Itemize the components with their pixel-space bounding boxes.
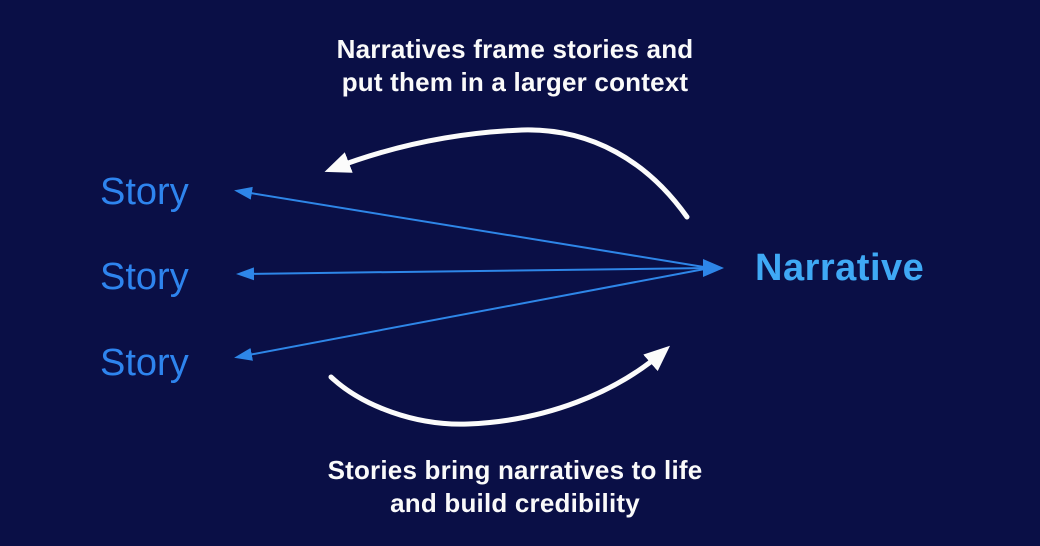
narrative-to-story-2-arrow: [236, 267, 711, 281]
narrative-to-story-3-arrow: [234, 267, 711, 361]
narrative-label: Narrative: [755, 247, 925, 289]
story-label-3: Story: [100, 342, 189, 384]
bottom-caption: Stories bring narratives to life and bui…: [0, 454, 1030, 520]
bottom-caption-line1: Stories bring narratives to life: [327, 455, 703, 485]
stories-to-narrative-curve-arrow: [328, 345, 671, 427]
bottom-caption-line2: and build credibility: [390, 488, 640, 518]
story-label-2: Story: [100, 256, 189, 298]
narrative-to-story-1-arrow: [234, 186, 711, 269]
top-caption-line1: Narratives frame stories and: [336, 34, 694, 64]
story-label-1: Story: [100, 171, 189, 213]
narrative-frames-stories-curve-arrow: [324, 127, 690, 220]
fan-arrowhead-toward-narrative: [703, 259, 724, 277]
top-caption: Narratives frame stories and put them in…: [0, 33, 1030, 99]
top-caption-line2: put them in a larger context: [341, 67, 689, 97]
